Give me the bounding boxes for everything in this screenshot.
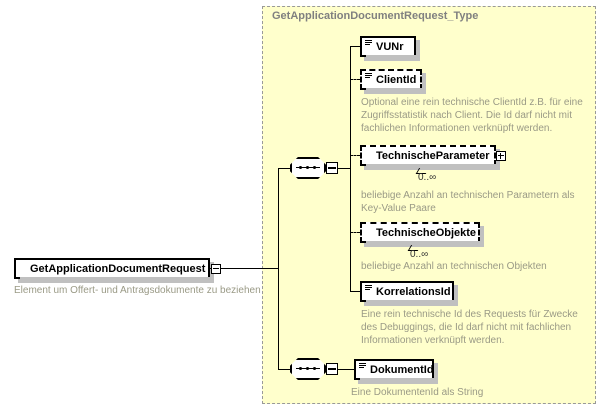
sequence-dots-icon	[296, 367, 320, 370]
annotation-technischeobjekte: beliebige Anzahl an technischen Objekten	[361, 261, 547, 272]
element-label-technischeobjekte: TechnischeObjekte	[376, 226, 477, 239]
element-box-technischeobjekte[interactable]: TechnischeObjekte	[360, 222, 482, 245]
annotation-korrelationsid: Eine rein technische Id des Requests für…	[361, 309, 578, 346]
element-box-vunr[interactable]: VUNr	[360, 36, 418, 59]
connector-to-technischeobjekte	[350, 232, 360, 233]
annotation-dokumentid: Eine DokumentenId als String	[351, 387, 484, 398]
cardinality-technischeparameter: 0..∞	[418, 172, 437, 183]
connector-root-to-trunk	[210, 268, 278, 269]
connector-branch-spine-1	[350, 46, 351, 291]
expand-plus-icon[interactable]	[495, 150, 506, 161]
type-content-icon	[359, 363, 366, 368]
element-box-korrelationsid[interactable]: KorrelationsId	[360, 281, 456, 304]
element-label-korrelationsid: KorrelationsId	[376, 285, 451, 298]
connector-trunk-to-sequence-1	[278, 168, 290, 169]
root-element-annotation: Element um Offert- und Antragsdokumente …	[14, 285, 261, 296]
connector-to-technischeparameter	[350, 155, 360, 156]
root-element-label: GetApplicationDocumentRequest	[30, 262, 206, 275]
connector-to-korrelationsid	[350, 291, 360, 292]
element-box-technischeparameter[interactable]: TechnischeParameter	[360, 145, 506, 168]
type-content-icon	[365, 73, 372, 78]
cardinality-technischeobjekte: 0..∞	[410, 249, 429, 260]
type-content-icon	[365, 285, 372, 290]
annotation-clientid: Optional eine rein technische ClientId z…	[361, 97, 583, 134]
connector-to-vunr	[350, 46, 360, 47]
type-panel-title: GetApplicationDocumentRequest_Type	[272, 10, 479, 22]
connector-trunk-vertical	[278, 168, 279, 369]
element-label-vunr: VUNr	[376, 40, 404, 53]
element-box-dokumentid[interactable]: DokumentId	[354, 359, 436, 382]
collapse-minus-icon[interactable]	[211, 263, 222, 274]
type-panel	[262, 6, 596, 404]
connector-sequence-1-out	[338, 168, 350, 169]
sequence-1-collapse-icon[interactable]	[326, 162, 338, 174]
connector-trunk-to-sequence-2	[278, 369, 290, 370]
sequence-node-2[interactable]	[290, 358, 344, 384]
element-label-dokumentid: DokumentId	[370, 363, 434, 376]
type-content-icon	[365, 40, 372, 45]
sequence-node-1[interactable]	[290, 157, 344, 183]
element-label-clientid: ClientId	[376, 73, 417, 86]
sequence-dots-icon	[296, 166, 320, 169]
connector-sequence-2-out	[338, 369, 354, 370]
sequence-2-collapse-icon[interactable]	[326, 363, 338, 375]
element-box-clientid[interactable]: ClientId	[360, 69, 424, 92]
root-element-box[interactable]: GetApplicationDocumentRequest	[14, 258, 222, 281]
connector-to-clientid	[350, 79, 360, 80]
element-label-technischeparameter: TechnischeParameter	[376, 149, 490, 162]
annotation-technischeparameter: beliebige Anzahl an technischen Paramete…	[361, 190, 575, 214]
